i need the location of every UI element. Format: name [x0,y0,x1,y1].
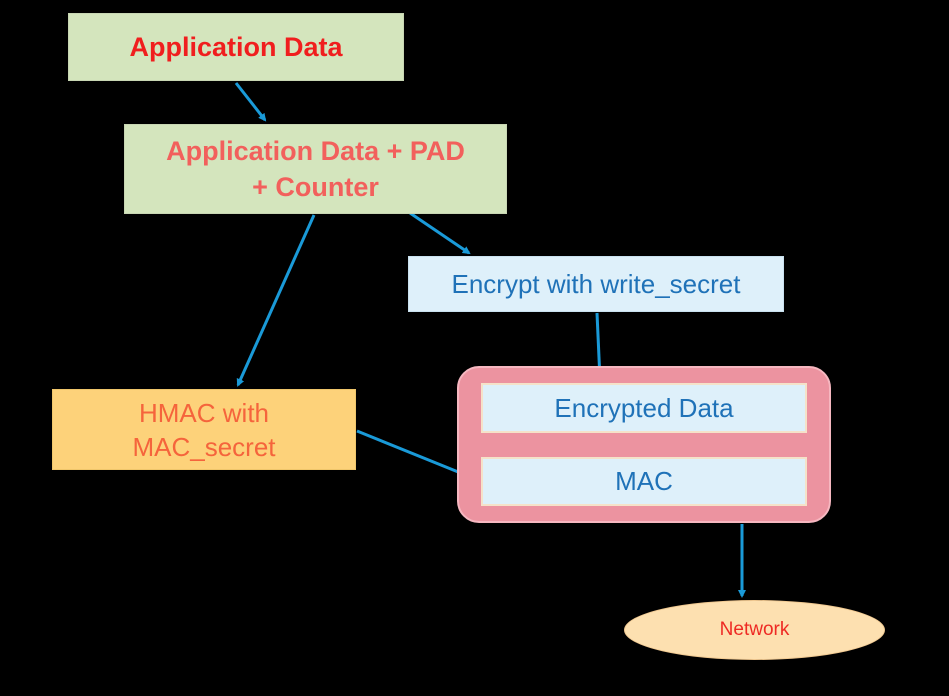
network-ellipse: Network [624,600,885,660]
hmac-label-line2: MAC_secret [132,431,276,462]
application-data-box: Application Data [68,13,404,81]
encrypted-data-box: Encrypted Data [481,383,807,433]
app-data-pad-counter-box: Application Data + PAD + Counter [124,124,507,214]
encrypt-label: Encrypt with write_secret [451,268,741,299]
hmac-label-line1: HMAC with [138,397,269,428]
encrypt-box: Encrypt with write_secret [408,256,784,312]
hmac-box: HMAC with MAC_secret [52,389,356,470]
network-label: Network [719,619,790,640]
mac-label: MAC [615,466,673,496]
encrypted-data-label: Encrypted Data [554,392,734,423]
arrow-appdata-to-pad [234,82,267,122]
mac-box: MAC [481,457,807,506]
app-data-pad-label-line1: Application Data + PAD [166,136,465,166]
app-data-pad-label-line2: + Counter [252,172,379,202]
arrow-pad-to-encrypt [409,211,471,255]
application-data-label: Application Data [129,31,343,62]
arrow-pad-to-hmac [236,214,316,387]
